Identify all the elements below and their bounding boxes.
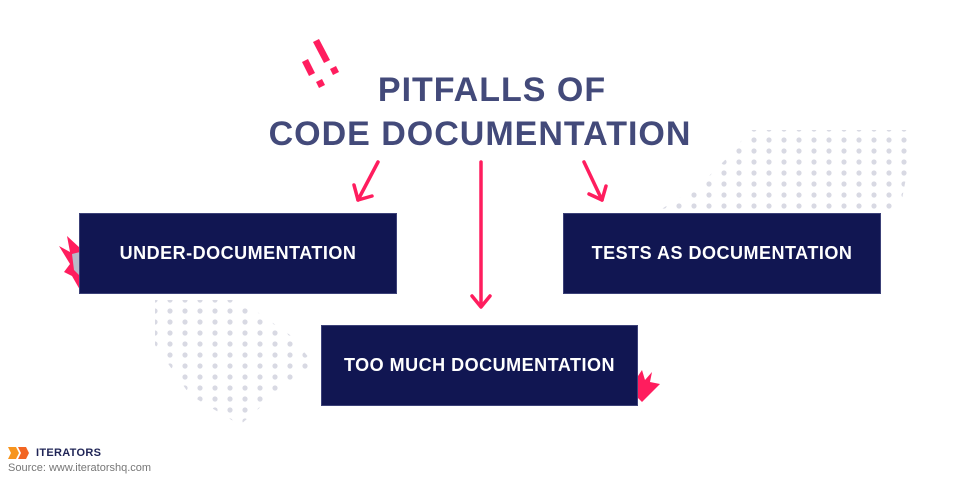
under-documentation-box: UNDER-DOCUMENTATION: [79, 213, 397, 294]
iterators-logo-icon: [8, 447, 29, 459]
brand-name: ITERATORS: [36, 447, 102, 459]
lightning-spark-icon: [59, 236, 80, 290]
dot-pattern-top-right: [660, 130, 915, 210]
box-label: TOO MUCH DOCUMENTATION: [344, 355, 615, 375]
arrow-icon: [582, 160, 608, 202]
arrow-icon: [352, 160, 380, 202]
box-label: TESTS AS DOCUMENTATION: [591, 243, 853, 263]
source-text: Source: www.iteratorshq.com: [8, 462, 152, 474]
exclamation-marks-icon: [302, 39, 339, 88]
title-line-1: PITFALLS OF: [377, 71, 607, 109]
brand: ITERATORS: [8, 445, 101, 461]
arrow-icon: [470, 160, 492, 309]
lightning-spark-icon: [638, 370, 660, 402]
title-line-2: CODE DOCUMENTATION: [268, 115, 692, 153]
box-label: UNDER-DOCUMENTATION: [119, 243, 357, 263]
dot-pattern-bottom-left: [155, 300, 315, 425]
tests-as-documentation-box: TESTS AS DOCUMENTATION: [563, 213, 881, 294]
too-much-documentation-box: TOO MUCH DOCUMENTATION: [321, 325, 638, 406]
